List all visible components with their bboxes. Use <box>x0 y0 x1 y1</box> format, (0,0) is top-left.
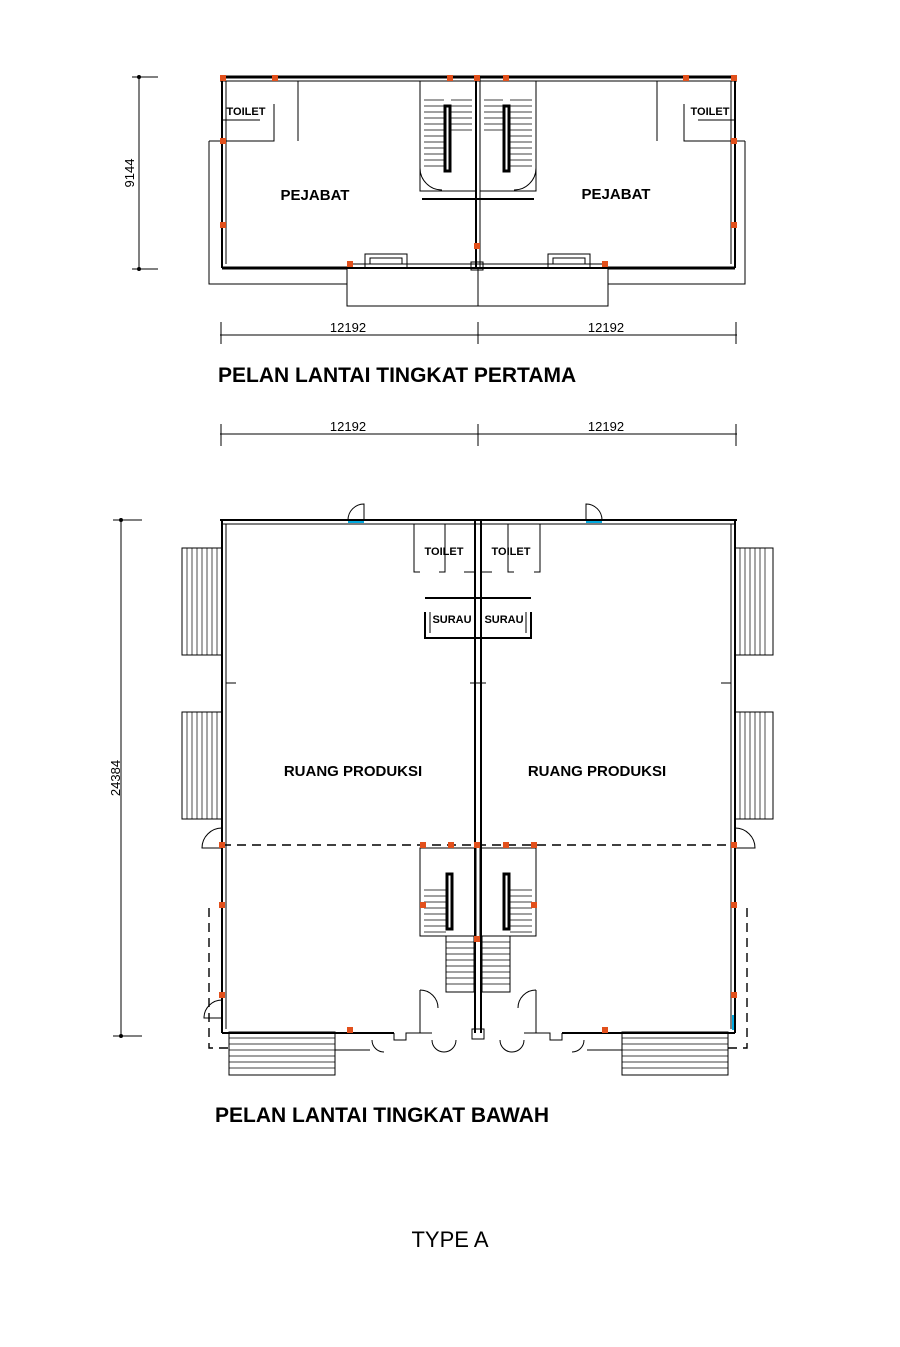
ground-floor-left-toilet-label: TOILET <box>425 546 464 558</box>
ground-floor-right-toilet-label: TOILET <box>492 546 531 558</box>
ground-floor-height-dim-label: 24384 <box>108 760 123 796</box>
first-floor-right-toilet-label: TOILET <box>691 106 730 118</box>
ground-floor-title: PELAN LANTAI TINGKAT BAWAH <box>215 1104 549 1127</box>
first-floor-left-width-label: 12192 <box>330 320 366 335</box>
first-floor-height-dimension <box>132 75 158 271</box>
ground-floor-left-surau-label: SURAU <box>432 614 471 626</box>
ground-floor-right-surau-label: SURAU <box>484 614 523 626</box>
first-floor-title: PELAN LANTAI TINGKAT PERTAMA <box>218 364 576 387</box>
first-floor-right-width-label: 12192 <box>588 320 624 335</box>
ground-floor-right-production-label: RUANG PRODUKSI <box>528 763 666 780</box>
first-floor-left-office-label: PEJABAT <box>281 187 350 204</box>
ground-floor-right-width-label: 12192 <box>588 419 624 434</box>
ground-floor-plan <box>181 503 774 1076</box>
first-floor-left-toilet-label: TOILET <box>227 106 266 118</box>
first-floor-right-office-label: PEJABAT <box>582 186 651 203</box>
first-floor-width-dimension <box>220 322 737 344</box>
type-label: TYPE A <box>411 1227 488 1252</box>
ground-floor-width-dimension <box>220 424 737 446</box>
first-floor-height-dim-label: 9144 <box>122 159 137 188</box>
first-floor-plan <box>208 75 746 307</box>
ground-floor-height-dimension <box>113 518 142 1038</box>
ground-floor-left-width-label: 12192 <box>330 419 366 434</box>
ground-floor-left-production-label: RUANG PRODUKSI <box>284 763 422 780</box>
